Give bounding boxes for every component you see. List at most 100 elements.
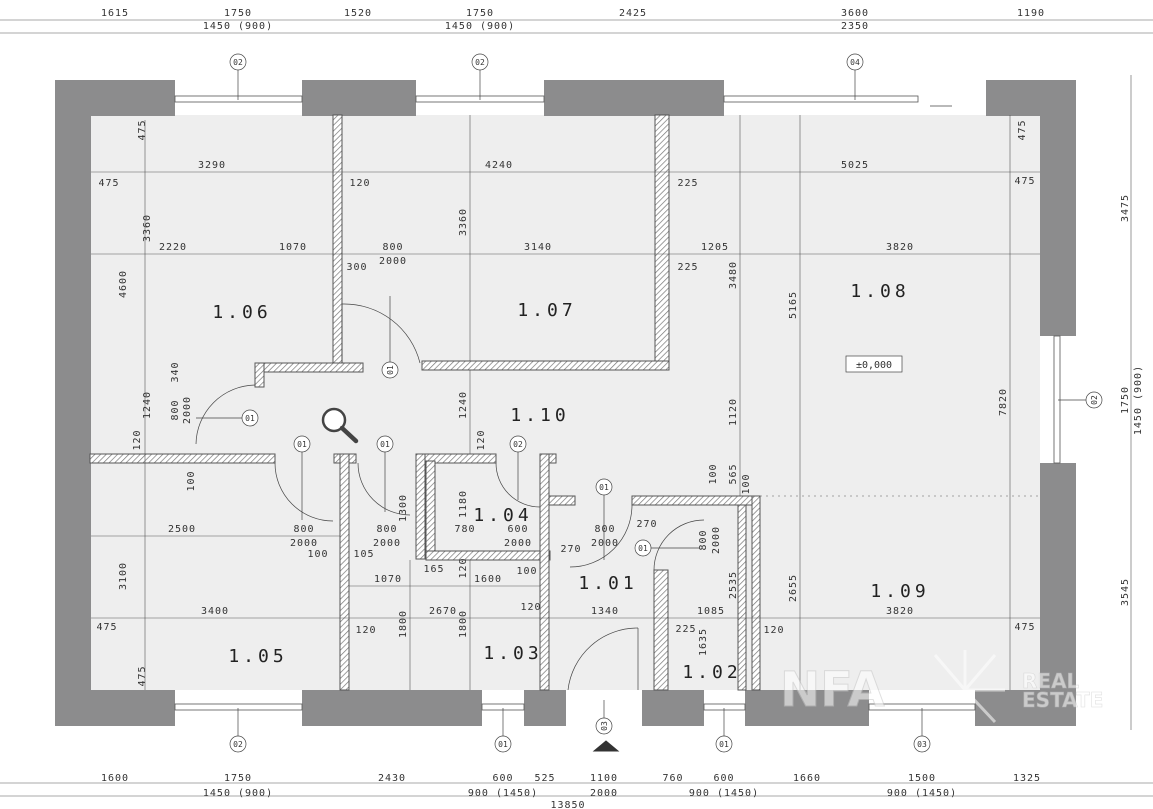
dim-label: 800 [382, 242, 403, 253]
dim-label: 2425 [619, 8, 647, 19]
dim-label: 3480 [728, 261, 739, 289]
dim-label: 165 [423, 564, 444, 575]
window-tag: 02 [229, 708, 247, 753]
svg-text:01: 01 [638, 544, 648, 553]
dim-label: 2430 [378, 773, 406, 784]
dim-label: 120 [355, 625, 376, 636]
room-label: 1.08 [850, 281, 909, 302]
dim-label: 1085 [697, 606, 725, 617]
dim-label: 4600 [118, 270, 129, 298]
dim-label: 3820 [886, 606, 914, 617]
room-label: 1.09 [870, 581, 929, 602]
dim-label: 2000 [504, 538, 532, 549]
entrance-triangle-icon [592, 740, 620, 752]
dim-label: 2000 [290, 538, 318, 549]
door-tags: 01 01 01 01 02 01 01 [196, 296, 700, 560]
dim-label: 120 [458, 557, 469, 578]
dim-label: 1750 [224, 773, 252, 784]
right-dimensions: 3475 1750 1450 (900) 3545 [1120, 194, 1144, 606]
dim-label: 120 [763, 625, 784, 636]
dim-label: 2000 [373, 538, 401, 549]
dim-label: 1750 [1120, 386, 1131, 414]
dim-label: 2000 [590, 788, 618, 799]
dim-label: 2000 [711, 526, 722, 554]
dim-label: 2535 [728, 571, 739, 599]
exterior-walls [55, 80, 1076, 726]
dim-label: 5165 [788, 291, 799, 319]
dim-label: 105 [353, 549, 374, 560]
dim-label: 475 [98, 178, 119, 189]
entrance-marker: 03 [592, 700, 620, 752]
dim-label: 1450 (900) [1133, 365, 1144, 435]
dim-label: 1660 [793, 773, 821, 784]
dim-label: 1500 [908, 773, 936, 784]
dim-label: 3140 [524, 242, 552, 253]
level-label: ±0,000 [856, 360, 892, 371]
dim-label: 2500 [168, 524, 196, 535]
entrance-tag: 03 [600, 721, 609, 731]
dim-label: 3360 [142, 214, 153, 242]
top-dimension-row-2: 1450 (900) 1450 (900) 2350 [203, 21, 869, 32]
dim-label: 1750 [224, 8, 252, 19]
bottom-dimension-row-2: 1450 (900) 900 (1450) 2000 900 (1450) 90… [203, 788, 957, 809]
dim-label: 1450 (900) [203, 788, 273, 799]
dim-label: 1325 [1013, 773, 1041, 784]
watermark-sub-2: ESTATE [1022, 688, 1103, 712]
dim-label: 3545 [1120, 578, 1131, 606]
window-tags: 02 02 04 02 01 01 03 02 [229, 53, 1103, 753]
dim-label: 800 [170, 399, 181, 420]
svg-text:01: 01 [386, 365, 395, 375]
dim-label: 1100 [590, 773, 618, 784]
door-tag: 01 [595, 478, 613, 560]
dim-label: 1800 [398, 610, 409, 638]
top-dimension-row-1: 1615 1750 1520 1750 2425 3600 1190 [101, 8, 1044, 19]
dim-label: 2350 [841, 21, 869, 32]
dim-label: 1450 (900) [445, 21, 515, 32]
room-label: 1.01 [578, 573, 637, 594]
svg-text:01: 01 [297, 440, 307, 449]
dim-label: 7820 [998, 388, 1009, 416]
dim-label: 100 [186, 470, 197, 491]
door-tag: 01 [381, 296, 399, 379]
dim-label: 1600 [101, 773, 129, 784]
dim-label: 225 [675, 624, 696, 635]
door-tag: 01 [293, 435, 311, 520]
dimension-lines [0, 19, 1153, 797]
interior-floor [90, 115, 1040, 690]
dim-label: 3600 [841, 8, 869, 19]
dim-label: 3820 [886, 242, 914, 253]
svg-text:02: 02 [1090, 395, 1099, 405]
dim-total: 13850 [550, 800, 585, 809]
watermark-sub-1: REAL [1022, 669, 1080, 693]
bottom-dimension-row-1: 1600 1750 2430 600 525 1100 760 600 1660… [101, 773, 1041, 784]
dim-label: 2000 [182, 396, 193, 424]
room-label: 1.03 [483, 643, 542, 664]
svg-text:02: 02 [513, 440, 523, 449]
window-tag: 02 [1058, 391, 1103, 409]
dim-label: 800 [594, 524, 615, 535]
dim-label: 100 [516, 566, 537, 577]
dim-label: 760 [662, 773, 683, 784]
svg-text:03: 03 [917, 740, 927, 749]
dim-label: 3360 [458, 208, 469, 236]
room-label: 1.07 [517, 300, 576, 321]
room-label: 1.04 [473, 505, 532, 526]
dim-label: 100 [708, 463, 719, 484]
dim-label: 340 [170, 361, 181, 382]
window-tag: 02 [229, 53, 247, 100]
dim-label: 1635 [698, 628, 709, 656]
dim-label: 600 [713, 773, 734, 784]
dim-label: 1120 [728, 398, 739, 426]
window-tag: 01 [715, 708, 733, 753]
dim-label: 1615 [101, 8, 129, 19]
room-label: 1.02 [682, 662, 741, 683]
dim-label: 900 (1450) [689, 788, 759, 799]
dim-label: 900 (1450) [887, 788, 957, 799]
dim-label: 3475 [1120, 194, 1131, 222]
magnifier-icon[interactable] [321, 407, 359, 444]
dim-label: 1300 [398, 494, 409, 522]
dim-label: 2655 [788, 574, 799, 602]
dim-label: 475 [1014, 622, 1035, 633]
svg-text:04: 04 [850, 58, 860, 67]
